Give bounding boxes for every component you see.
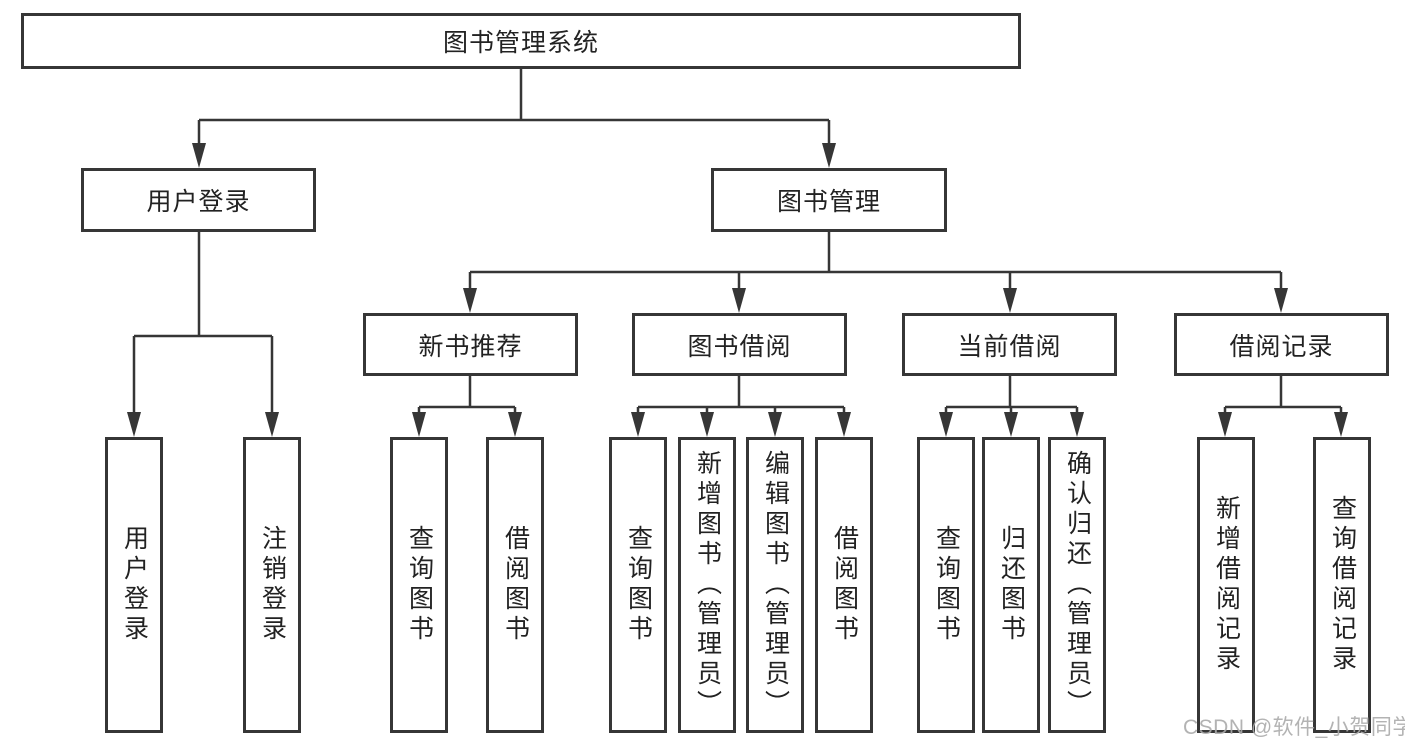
leaf-query-borrow-record: 查询借阅记录 xyxy=(1313,437,1371,733)
arrowhead-group xyxy=(127,143,1348,437)
leaf-query-book-recommend: 查询图书 xyxy=(390,437,448,733)
leaf-label: 借阅图书 xyxy=(501,525,530,645)
arrowhead xyxy=(192,143,206,168)
node-label: 图书借阅 xyxy=(687,332,792,361)
leaf-user-login: 用户登录 xyxy=(105,437,163,733)
node-current-borrow: 当前借阅 xyxy=(902,313,1117,376)
leaf-label: 编辑图书（管理员） xyxy=(761,450,790,720)
arrowhead xyxy=(1004,412,1018,437)
root-node-library-system: 图书管理系统 xyxy=(21,13,1021,69)
node-label: 当前借阅 xyxy=(957,332,1062,361)
csdn-watermark: CSDN @软件_小贺同学 xyxy=(1183,716,1405,739)
connector-user-login xyxy=(132,232,274,413)
arrowhead xyxy=(732,288,746,313)
arrowhead xyxy=(837,412,851,437)
leaf-label: 注销登录 xyxy=(258,525,287,645)
arrowhead xyxy=(1070,412,1084,437)
node-label: 新书推荐 xyxy=(418,332,523,361)
arrowhead xyxy=(631,412,645,437)
arrowhead xyxy=(939,412,953,437)
leaf-edit-book-admin: 编辑图书（管理员） xyxy=(746,437,804,733)
leaf-logout: 注销登录 xyxy=(243,437,301,733)
leaf-label: 查询图书 xyxy=(624,525,653,645)
arrowhead xyxy=(127,412,141,437)
leaf-label: 确认归还（管理员） xyxy=(1063,450,1092,720)
arrowhead xyxy=(700,412,714,437)
leaf-label: 新增借阅记录 xyxy=(1212,495,1241,675)
arrowhead xyxy=(265,412,279,437)
connector-book-borrow xyxy=(636,375,846,413)
connector-new-book xyxy=(417,375,517,413)
root-node-label: 图书管理系统 xyxy=(442,29,599,57)
connector-book-management xyxy=(468,232,1283,289)
connector-borrow-records xyxy=(1223,375,1343,413)
arrowhead xyxy=(1218,412,1232,437)
leaf-label: 新增图书（管理员） xyxy=(693,450,722,720)
node-new-book-recommend: 新书推荐 xyxy=(363,313,578,376)
node-label: 用户登录 xyxy=(146,188,251,216)
node-borrow-records: 借阅记录 xyxy=(1174,313,1389,376)
connector-root xyxy=(197,69,831,144)
connector-current-borrow xyxy=(944,375,1079,413)
leaf-label: 查询图书 xyxy=(932,525,961,645)
node-label: 借阅记录 xyxy=(1229,332,1334,361)
leaf-add-book-admin: 新增图书（管理员） xyxy=(678,437,736,733)
arrowhead xyxy=(412,412,426,437)
leaf-label: 查询图书 xyxy=(405,525,434,645)
leaf-label: 查询借阅记录 xyxy=(1328,495,1357,675)
leaf-query-book-borrow: 查询图书 xyxy=(609,437,667,733)
leaf-borrow-book: 借阅图书 xyxy=(815,437,873,733)
arrowhead xyxy=(822,143,836,168)
arrowhead xyxy=(1334,412,1348,437)
node-label: 图书管理 xyxy=(776,188,881,216)
node-user-login: 用户登录 xyxy=(81,168,316,232)
arrowhead xyxy=(508,412,522,437)
node-book-management: 图书管理 xyxy=(711,168,947,232)
leaf-label: 归还图书 xyxy=(997,525,1026,645)
leaf-confirm-return-admin: 确认归还（管理员） xyxy=(1048,437,1106,733)
leaf-label: 借阅图书 xyxy=(830,525,859,645)
leaf-query-book-current: 查询图书 xyxy=(917,437,975,733)
node-book-borrow: 图书借阅 xyxy=(632,313,847,376)
leaf-add-borrow-record: 新增借阅记录 xyxy=(1197,437,1255,733)
leaf-return-book: 归还图书 xyxy=(982,437,1040,733)
arrowhead xyxy=(768,412,782,437)
leaf-label: 用户登录 xyxy=(120,525,149,645)
leaf-borrow-book-recommend: 借阅图书 xyxy=(486,437,544,733)
arrowhead xyxy=(1003,288,1017,313)
arrowhead xyxy=(1274,288,1288,313)
arrowhead xyxy=(463,288,477,313)
